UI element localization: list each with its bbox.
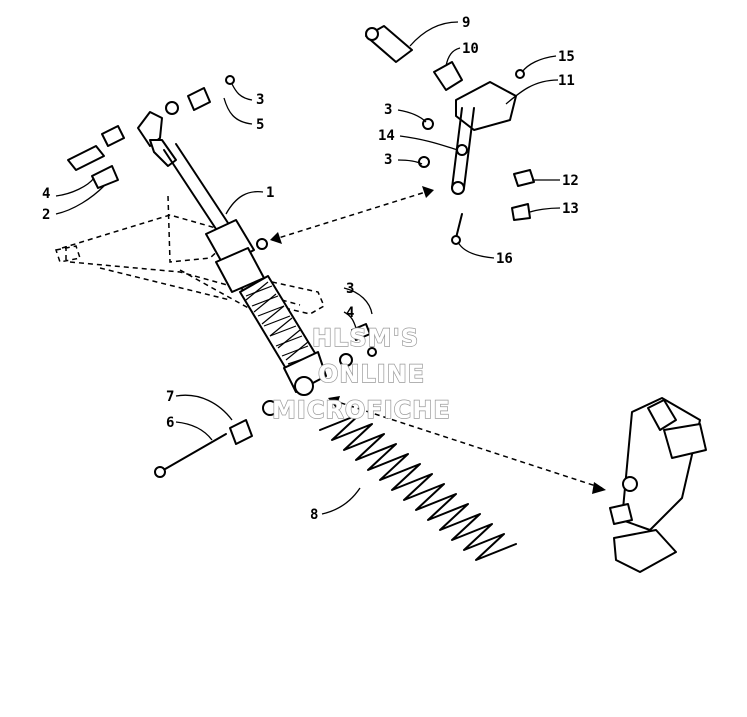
callout-3: 3 [256, 92, 264, 108]
shock-absorber [163, 143, 327, 396]
callout-10: 10 [462, 41, 479, 57]
callout-2: 2 [42, 207, 50, 223]
watermark-line-1: HLSM'S [312, 324, 419, 352]
spindle-assembly [609, 397, 707, 573]
callout-1: 1 [266, 185, 274, 201]
watermark-line-2: ONLINE [318, 360, 425, 388]
watermark-line-3: MICROFICHE [272, 396, 451, 424]
assembly-arrows [270, 186, 606, 494]
callout-13: 13 [562, 201, 579, 217]
callout-4: 4 [346, 305, 354, 321]
callout-3: 3 [384, 102, 392, 118]
leader-lines [55, 21, 561, 515]
callout-6: 6 [166, 415, 174, 431]
callout-3: 3 [384, 152, 392, 168]
callout-9: 9 [462, 15, 470, 31]
callout-12: 12 [562, 173, 579, 189]
callout-7: 7 [166, 389, 174, 405]
callout-14: 14 [378, 128, 395, 144]
callouts: 1 2 3 3 3 3 4 4 5 6 7 8 9 10 11 12 13 14… [42, 15, 579, 523]
callout-4: 4 [42, 186, 50, 202]
callout-8: 8 [310, 507, 318, 523]
upper-mount-hardware [67, 75, 235, 189]
coil-spring [319, 413, 517, 561]
callout-16: 16 [496, 251, 513, 267]
upper-linkage [365, 25, 535, 245]
watermark: HLSM'S ONLINE MICROFICHE [271, 323, 451, 424]
callout-11: 11 [558, 73, 575, 89]
callout-15: 15 [558, 49, 575, 65]
callout-5: 5 [256, 117, 264, 133]
callout-3: 3 [346, 281, 354, 297]
shock-mount-bolt [154, 323, 377, 478]
